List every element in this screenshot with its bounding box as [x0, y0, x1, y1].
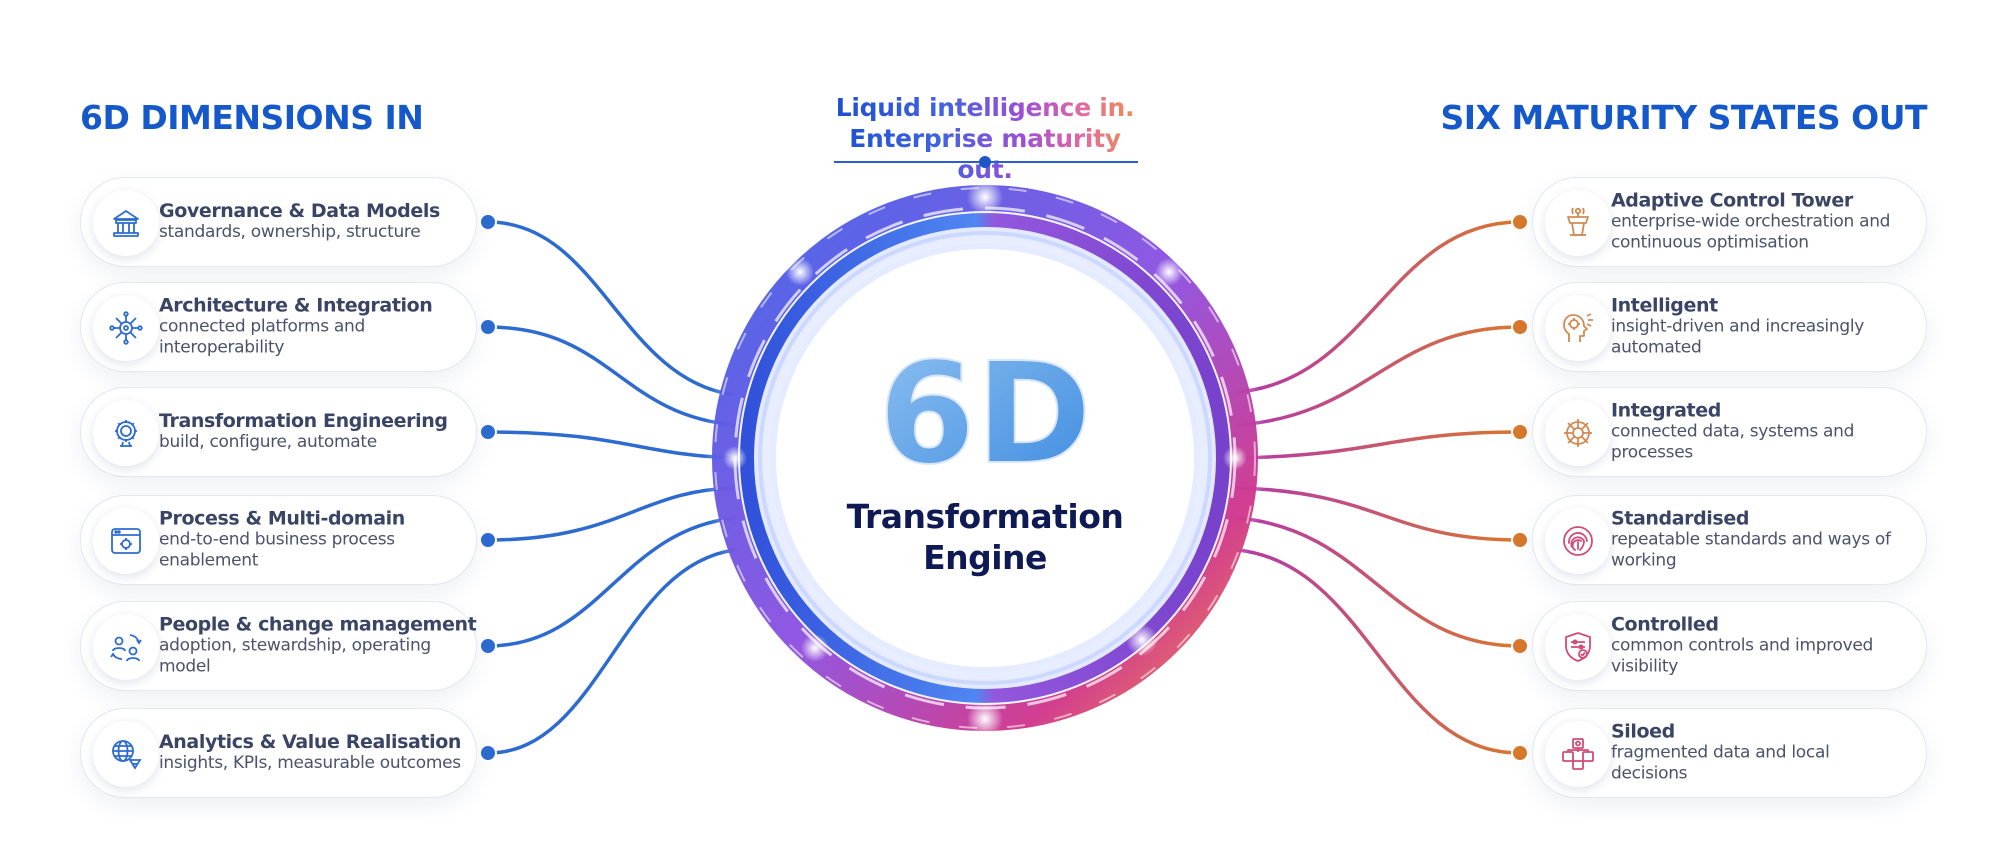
connector-line — [486, 220, 737, 397]
integrated-hub-icon — [1545, 400, 1611, 466]
connector-dot — [479, 213, 497, 231]
shield-controls-icon — [1545, 614, 1611, 680]
dimension-card-governance: Governance & Data Models standards, owne… — [80, 177, 477, 267]
connector-dot — [479, 637, 497, 655]
dimension-desc: connected platforms and interoperability — [159, 316, 365, 358]
dimension-desc: end-to-end business process enablement — [159, 529, 395, 571]
maturity-card-siloed: Siloed fragmented data and local decisio… — [1532, 708, 1927, 798]
engine-ring — [703, 176, 1267, 740]
dimension-title: Process & Multi-domain — [159, 507, 405, 530]
maturity-title: Controlled — [1611, 613, 1719, 636]
sparkle — [801, 634, 829, 662]
engine-title-line-1: Transformation — [846, 497, 1124, 536]
right-connectors — [1236, 220, 1522, 755]
connector-line — [486, 486, 737, 542]
dimension-title: Transformation Engineering — [159, 410, 448, 432]
dimension-title: Architecture & Integration — [159, 294, 433, 317]
control-tower-icon — [1545, 190, 1611, 256]
connector-dot — [479, 531, 497, 549]
connector-dot — [1511, 531, 1529, 549]
engine-title: Transformation Engine — [830, 496, 1140, 578]
dimension-card-analytics: Analytics & Value Realisation insights, … — [80, 708, 477, 798]
maturity-desc: common controls and improved visibility — [1611, 635, 1874, 677]
dimension-card-process: Process & Multi-domain end-to-end busine… — [80, 495, 477, 585]
maturity-card-standardised: Standardised repeatable standards and wa… — [1532, 495, 1927, 585]
maturity-title: Adaptive Control Tower — [1611, 189, 1853, 212]
maturity-card-controlled: Controlled common controls and improved … — [1532, 601, 1927, 691]
sparkle — [967, 179, 1003, 215]
tagline: Liquid intelligence in. Enterprise matur… — [832, 92, 1138, 185]
dimension-card-people: People & change management adoption, ste… — [80, 601, 477, 691]
sparkle — [786, 258, 814, 286]
dimension-desc: insights, KPIs, measurable outcomes — [159, 753, 461, 773]
governance-icon — [93, 190, 159, 256]
sparkle — [723, 446, 747, 470]
connector-dot — [1511, 637, 1529, 655]
maturity-desc: fragmented data and local decisions — [1611, 742, 1830, 784]
maturity-desc: connected data, systems and processes — [1611, 421, 1855, 463]
fingerprint-icon — [1545, 508, 1611, 574]
connector-line — [486, 548, 737, 755]
maturity-title: Integrated — [1611, 399, 1721, 422]
connector-line — [1236, 486, 1522, 542]
connector-line — [486, 516, 737, 648]
engine-title-line-2: Engine — [923, 538, 1047, 577]
dimension-desc: adoption, stewardship, operating model — [159, 635, 431, 677]
connector-dot — [1511, 744, 1529, 762]
connector-dot — [479, 423, 497, 441]
dimension-card-transformation-engineering: Transformation Engineering build, config… — [80, 387, 477, 477]
maturity-states-heading: SIX MATURITY STATES OUT — [1440, 98, 1927, 137]
connector-line — [1236, 548, 1522, 755]
connector-dot — [479, 744, 497, 762]
connector-line — [486, 430, 737, 460]
people-change-icon — [93, 614, 159, 680]
connector-line — [1236, 516, 1522, 648]
maturity-desc: insight-driven and increasingly automate… — [1611, 316, 1864, 358]
maturity-desc: enterprise-wide orchestration and contin… — [1611, 211, 1891, 253]
gear-icon — [93, 400, 159, 466]
left-connectors — [486, 220, 737, 755]
connector-line — [1236, 430, 1522, 460]
dimension-desc: build, configure, automate — [159, 432, 377, 452]
maturity-title: Siloed — [1611, 720, 1675, 743]
analytics-globe-icon — [93, 721, 159, 787]
connector-dot — [479, 318, 497, 336]
tagline-divider-dot — [979, 156, 991, 168]
connector-dot — [1511, 423, 1529, 441]
connector-dot — [1511, 318, 1529, 336]
dimension-title: Governance & Data Models — [159, 200, 440, 222]
siloed-blocks-icon — [1545, 721, 1611, 787]
process-browser-icon — [93, 508, 159, 574]
sparkle — [1155, 258, 1183, 286]
maturity-desc: repeatable standards and ways of working — [1611, 529, 1891, 571]
maturity-card-adaptive-control-tower: Adaptive Control Tower enterprise-wide o… — [1532, 177, 1927, 267]
tagline-line-1: Liquid intelligence in. — [832, 92, 1138, 123]
sparkle — [967, 701, 1003, 737]
dimension-title: Analytics & Value Realisation — [159, 731, 462, 753]
brain-head-icon — [1545, 295, 1611, 361]
maturity-card-intelligent: Intelligent insight-driven and increasin… — [1532, 282, 1927, 372]
engine-6d-label: 6D — [878, 333, 1092, 496]
maturity-title: Standardised — [1611, 507, 1750, 530]
architecture-network-icon — [93, 295, 159, 361]
sparkle — [1126, 624, 1158, 656]
dimension-desc: standards, ownership, structure — [159, 222, 421, 242]
dimensions-heading: 6D DIMENSIONS IN — [80, 98, 424, 137]
connector-dot — [1511, 213, 1529, 231]
sparkle — [1223, 446, 1247, 470]
connector-line — [1236, 325, 1522, 427]
connector-line — [1236, 220, 1522, 394]
dimension-card-architecture: Architecture & Integration connected pla… — [80, 282, 477, 372]
dimension-title: People & change management — [159, 613, 477, 636]
maturity-card-integrated: Integrated connected data, systems and p… — [1532, 387, 1927, 477]
connector-line — [486, 325, 737, 427]
tagline-line-2: Enterprise maturity out. — [832, 123, 1138, 185]
maturity-title: Intelligent — [1611, 294, 1718, 317]
